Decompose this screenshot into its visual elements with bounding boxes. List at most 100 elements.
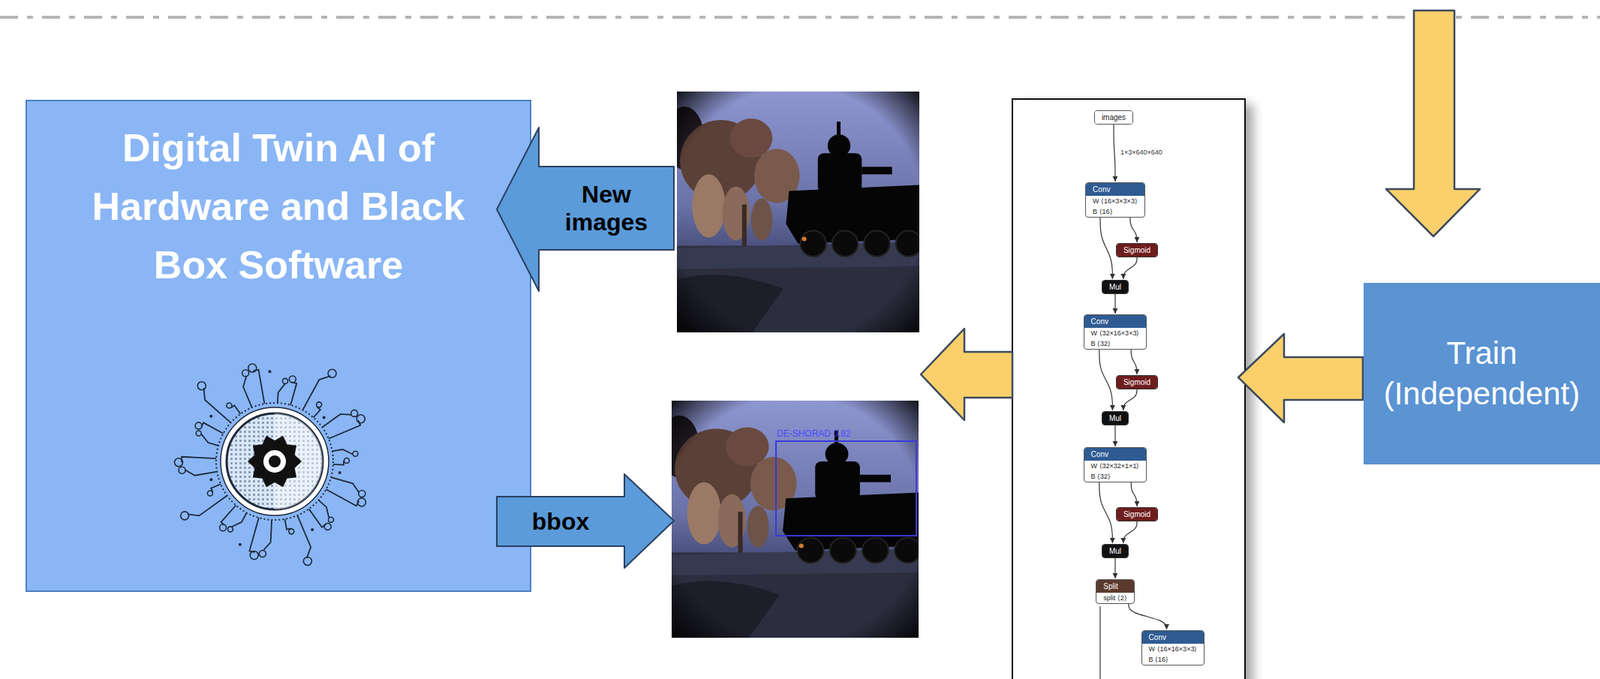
circle-shape xyxy=(356,415,365,424)
graph-connector xyxy=(1130,349,1137,375)
circle-shape xyxy=(178,466,186,474)
circle-shape xyxy=(322,415,326,419)
network-panel xyxy=(1012,99,1246,679)
split-node: Splitsplit ⟨2⟩ xyxy=(1095,579,1135,605)
polygon-shape xyxy=(496,474,674,569)
circle-shape xyxy=(207,490,213,497)
circle-shape xyxy=(242,369,250,377)
path-shape xyxy=(302,375,331,410)
sigmoid-node: Sigmoid xyxy=(1115,375,1158,390)
graph-connector xyxy=(1123,257,1137,280)
node-detail: split ⟨2⟩ xyxy=(1096,592,1134,604)
path-shape xyxy=(277,384,286,404)
yellow-arrow xyxy=(1386,10,1480,237)
graph-connector xyxy=(1130,217,1137,243)
path-shape xyxy=(185,469,218,476)
graph-connector xyxy=(1114,425,1116,447)
arrow-text-area: New images xyxy=(538,166,674,250)
path-shape xyxy=(262,520,272,551)
path-shape xyxy=(221,505,237,526)
circle-shape xyxy=(316,402,322,408)
arrow-text-area: bbox xyxy=(496,496,625,547)
circle-shape xyxy=(357,498,366,507)
circle-shape xyxy=(358,490,366,498)
circuit-gear-icon xyxy=(162,348,388,575)
circle-shape xyxy=(258,550,266,557)
path-shape xyxy=(328,420,361,440)
path-shape xyxy=(247,436,302,488)
circle-shape xyxy=(226,403,232,409)
conv-node: ConvW ⟨16×3×3×3⟩B ⟨16⟩ xyxy=(1085,182,1146,218)
circle-shape xyxy=(310,528,314,532)
path-shape xyxy=(285,519,292,530)
node-title: Mul xyxy=(1102,544,1128,558)
circle-shape xyxy=(324,523,331,530)
g-shape xyxy=(174,363,367,566)
tensor-shape-label: 1×3×640×640 xyxy=(1118,148,1164,157)
circle-shape xyxy=(238,543,242,547)
node-title: Conv xyxy=(1085,183,1145,196)
node-title: Conv xyxy=(1142,631,1205,644)
node-title: Mul xyxy=(1102,412,1128,425)
path-shape xyxy=(333,460,344,466)
node-detail: B ⟨16⟩ xyxy=(1085,206,1145,217)
circle-shape xyxy=(220,407,329,516)
circle-shape xyxy=(352,451,358,457)
circle-shape xyxy=(195,422,202,430)
path-shape xyxy=(187,496,228,517)
circle-shape xyxy=(226,413,323,510)
detection-label: DE-SHORAD 0.82 xyxy=(776,429,852,440)
graph-connector xyxy=(1123,389,1137,411)
node-detail: W ⟨32×32×1×1⟩ xyxy=(1084,460,1147,472)
circle-shape xyxy=(209,478,213,482)
circle-shape xyxy=(216,403,334,521)
circle-shape xyxy=(338,471,342,475)
path-shape xyxy=(181,457,217,463)
yellow-arrow xyxy=(920,328,1013,421)
path-shape xyxy=(321,414,352,428)
path-shape xyxy=(318,500,329,518)
circle-shape xyxy=(197,381,206,391)
node-title: Sigmoid xyxy=(1116,243,1158,257)
digital-twin-box: Digital Twin AI of Hardware and Black Bo… xyxy=(25,99,532,593)
use-shape xyxy=(659,400,922,638)
conv-node: ConvW ⟨16×16×3×3⟩B ⟨16⟩ xyxy=(1141,630,1206,666)
dashed-divider xyxy=(0,15,1600,19)
path-shape xyxy=(249,517,259,553)
path-shape xyxy=(231,512,247,527)
circle-shape xyxy=(288,529,295,535)
circle-shape xyxy=(263,450,286,473)
graph-connector xyxy=(1099,349,1113,411)
graph-connector xyxy=(1099,482,1113,544)
node-detail: B ⟨32⟩ xyxy=(1084,471,1147,482)
circle-shape xyxy=(288,375,296,383)
graph-wire xyxy=(1099,606,1101,679)
circle-shape xyxy=(282,378,289,384)
circle-shape xyxy=(180,511,190,521)
circle-shape xyxy=(327,517,334,523)
path-shape xyxy=(325,489,359,506)
path-shape xyxy=(313,407,321,419)
circle-shape xyxy=(209,415,213,419)
circle-shape xyxy=(268,455,281,468)
circle-shape xyxy=(327,369,337,378)
camera-image xyxy=(664,91,922,333)
path-shape xyxy=(297,515,311,559)
path-shape xyxy=(309,508,327,527)
node-title: New images xyxy=(557,180,656,237)
node-title: Sigmoid xyxy=(1116,375,1158,389)
node-title: Digital Twin AI of Hardware and Black Bo… xyxy=(60,118,497,295)
path-shape xyxy=(243,375,253,408)
mul-node: Mul xyxy=(1101,411,1129,426)
image-arrow: New images xyxy=(496,127,674,292)
path-shape xyxy=(252,369,265,404)
circle-shape xyxy=(227,526,233,533)
graph-connector xyxy=(1130,482,1137,507)
circle-shape xyxy=(351,409,358,417)
node-detail: W ⟨16×16×3×3⟩ xyxy=(1142,643,1205,655)
circle-shape xyxy=(195,430,202,437)
mul-node: Mul xyxy=(1101,544,1129,559)
circle-shape xyxy=(174,458,184,467)
circle-shape xyxy=(249,551,259,560)
